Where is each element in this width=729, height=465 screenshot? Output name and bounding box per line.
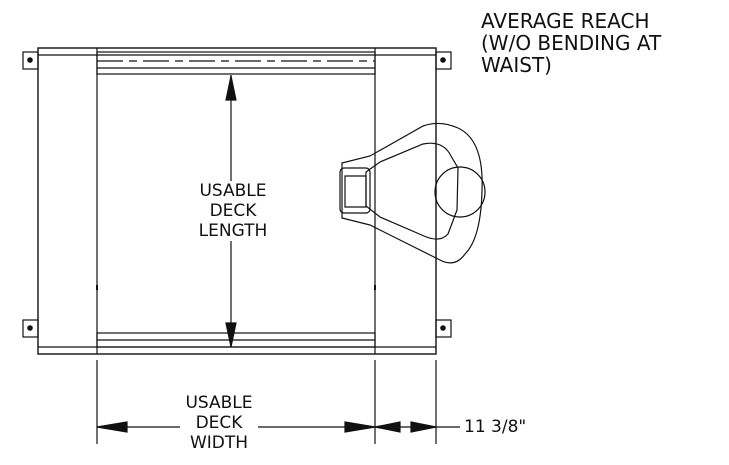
deck-width-line1: USABLE [185,393,253,413]
deck-length-line1: USABLE [199,181,267,201]
operator-head [434,166,486,218]
deck-width-label: USABLE DECK WIDTH [180,393,258,453]
operator-feet [339,167,371,214]
reach-note-line3: WAIST) [481,53,552,77]
deck-width-line3: WIDTH [189,433,249,453]
side-dimension-label: 11 3/8" [464,417,527,437]
reach-note-line1: AVERAGE REACH [481,9,650,33]
deck-outer-frame [37,47,437,355]
mount-tab-bottom-left [22,319,39,338]
mount-tab-top-right [435,51,452,70]
deck-length-line2: DECK [209,201,257,221]
mount-tab-bottom-right [435,319,452,338]
deck-width-line2: DECK [195,413,243,433]
mount-tab-top-left [22,51,39,70]
reach-inner [365,142,459,240]
reach-envelope [341,122,483,264]
deck-length-label: USABLE DECK LENGTH [183,181,283,241]
reach-note: AVERAGE REACH (W/O BENDING AT WAIST) [481,10,661,76]
reach-note-line2: (W/O BENDING AT [481,31,662,55]
deck-length-line3: LENGTH [198,221,268,241]
